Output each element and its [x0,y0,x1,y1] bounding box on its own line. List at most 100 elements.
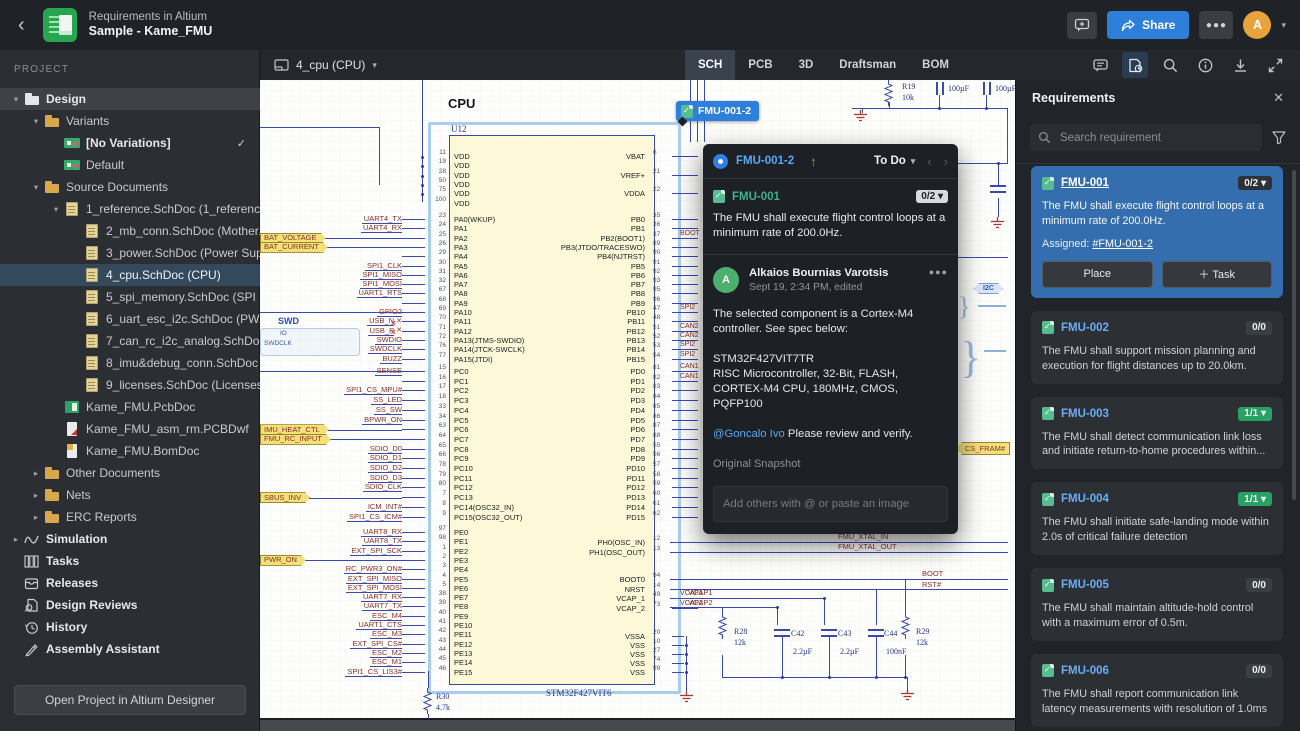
sidebar-item-9-licenses-schdoc-licenses[interactable]: 9_licenses.SchDoc (Licenses) [0,374,260,396]
avatar-caret-icon[interactable]: ▾ [1281,19,1286,30]
schematic-canvas[interactable]: CPU U12 STM32F427VIT6 SWD IO SWDCLK I2C … [260,80,1015,731]
pin-number: 15 [438,364,446,371]
search-tool-icon[interactable] [1157,52,1183,78]
open-in-designer-button[interactable]: Open Project in Altium Designer [14,685,246,715]
sidebar-item-2-mb-conn-schdoc-mother[interactable]: 2_mb_conn.SchDoc (Mother... [0,220,260,242]
requirement-progress-badge[interactable]: 1/1 ▾ [1238,406,1272,421]
sidebar-item-no-variations[interactable]: [No Variations]✓ [0,132,260,154]
tab-draftsman[interactable]: Draftsman [839,59,897,71]
document-selector[interactable]: 4_cpu (CPU) ▾ [274,58,377,72]
place-button[interactable]: Place [1042,260,1153,288]
feedback-button[interactable] [1067,11,1098,39]
sidebar-item-erc-reports[interactable]: ▸ERC Reports [0,506,260,528]
sidebar-item-releases[interactable]: Releases [0,572,260,594]
avatar[interactable]: A [1243,11,1272,39]
tree-chevron-icon[interactable]: ▸ [33,489,39,500]
sidebar-item-3-power-schdoc-power-sup[interactable]: 3_power.SchDoc (Power Sup... [0,242,260,264]
project-title: Sample - Kame_FMU [88,24,213,39]
sidebar-item-kame-fmu-pcbdoc[interactable]: Kame_FMU.PcbDoc [0,396,260,418]
linked-requirement[interactable]: FMU-001 0/2 ▾ The FMU shall execute flig… [703,179,958,255]
tree-chevron-icon[interactable]: ▾ [33,115,39,126]
comments-tool-icon[interactable] [1087,52,1113,78]
requirement-id-link[interactable]: FMU-001 [1061,177,1109,189]
expand-tool-icon[interactable] [1262,52,1288,78]
requirements-tool-icon[interactable] [1122,52,1148,78]
upvote-arrow-icon[interactable]: ↑ [810,153,817,169]
sidebar-item-tasks[interactable]: Tasks [0,550,260,572]
status-label: To Do [874,155,906,167]
requirement-id-link[interactable]: FMU-005 [1061,579,1109,592]
cpu-component-body[interactable] [449,135,655,685]
info-tool-icon[interactable] [1192,52,1218,78]
tree-chevron-icon[interactable]: ▾ [13,93,19,104]
pin-wire [402,569,425,571]
requirement-progress-badge[interactable]: 0/0 [1246,320,1272,335]
mention-link[interactable]: @Goncalo Ivo [713,427,785,440]
requirement-id-link[interactable]: FMU-006 [1061,664,1109,677]
sidebar-item-default[interactable]: Default [0,154,260,176]
sidebar-item-other-documents[interactable]: ▸Other Documents [0,462,260,484]
requirement-progress-badge[interactable]: 0/0 [1246,578,1272,593]
requirement-progress-badge[interactable]: 0/2 ▾ [916,190,948,203]
more-options-button[interactable]: ●●● [1199,11,1234,39]
search-input[interactable] [1058,130,1254,145]
sidebar-item-simulation[interactable]: ▸Simulation [0,528,260,550]
sidebar-item-source-documents[interactable]: ▾Source Documents [0,176,260,198]
requirement-id-link[interactable]: FMU-002 [1061,321,1109,334]
tree-chevron-icon[interactable]: ▸ [33,467,39,478]
sidebar-item-history[interactable]: History [0,616,260,638]
download-tool-icon[interactable] [1227,52,1253,78]
sidebar-item-kame-fmu-asm-rm-pcbdwf[interactable]: Kame_FMU_asm_rm.PCBDwf [0,418,260,440]
requirement-id-link[interactable]: FMU-001 [732,190,780,203]
scrollbar[interactable] [1292,170,1296,500]
sidebar-item-design-reviews[interactable]: Design Reviews [0,594,260,616]
tree-chevron-icon[interactable]: ▸ [13,533,19,544]
filter-icon[interactable] [1272,131,1286,144]
prev-comment-button[interactable]: ‹ [927,153,932,169]
tab-bom[interactable]: BOM [922,59,949,71]
requirement-progress-badge[interactable]: 0/0 [1246,663,1272,678]
sidebar-item-5-spi-memory-schdoc-spi[interactable]: 5_spi_memory.SchDoc (SPI ... [0,286,260,308]
assigned-link[interactable]: #FMU-001-2 [1092,237,1154,250]
tree-chevron-icon[interactable]: ▾ [53,203,59,214]
tree-chevron-icon[interactable]: ▾ [33,181,39,192]
sidebar-item-design[interactable]: ▾Design [0,88,260,110]
tree-chevron-icon[interactable]: ▸ [33,511,39,522]
back-button[interactable]: ‹ [18,13,25,36]
requirement-progress-badge[interactable]: 0/2 ▾ [1238,176,1272,190]
requirement-id-link[interactable]: FMU-003 [1061,407,1109,420]
sidebar-item-1-reference-schdoc-1-reference[interactable]: ▾1_reference.SchDoc (1_reference) [0,198,260,220]
task-button[interactable]: ＋ Task [1161,260,1272,288]
requirement-progress-badge[interactable]: 1/1 ▾ [1238,492,1272,507]
sidebar-item-variants[interactable]: ▾Variants [0,110,260,132]
tab-3d[interactable]: 3D [798,59,814,71]
close-panel-icon[interactable]: ✕ [1273,90,1284,105]
comment-ref-link[interactable]: FMU-001-2 [736,155,795,167]
pin-number: 96 [653,295,661,303]
comment-menu-button[interactable]: ●●● [928,266,948,277]
sidebar-item-6-uart-esc-i2c-schdoc-pw[interactable]: 6_uart_esc_i2c.SchDoc (PW... [0,308,260,330]
sidebar-item-assembly-assistant[interactable]: Assembly Assistant [0,638,260,660]
requirement-id-link[interactable]: FMU-004 [1061,493,1109,506]
status-dropdown[interactable]: To Do▾ [874,155,915,167]
sidebar-item-7-can-rc-i2c-analog-schdoc[interactable]: 7_can_rc_i2c_analog.SchDoc ... [0,330,260,352]
share-button[interactable]: Share [1107,11,1190,39]
next-comment-button[interactable]: › [943,153,948,169]
tab-pcb[interactable]: PCB [748,59,773,71]
sidebar-item-4-cpu-schdoc-cpu[interactable]: 4_cpu.SchDoc (CPU) [0,264,260,286]
sidebar-item-nets[interactable]: ▸Nets [0,484,260,506]
tab-sch[interactable]: SCH [685,50,736,80]
share-arrow-icon [1121,19,1135,31]
requirement-badge[interactable]: FMU-001-2 [676,101,760,121]
original-snapshot-link[interactable]: Original Snapshot [713,457,801,470]
sidebar-item-8-imu-debug-conn-schdoc[interactable]: 8_imu&debug_conn.SchDoc ... [0,352,260,374]
comment-input[interactable] [713,485,948,522]
sidebar-item-kame-fmu-bomdoc[interactable]: Kame_FMU.BomDoc [0,440,260,462]
